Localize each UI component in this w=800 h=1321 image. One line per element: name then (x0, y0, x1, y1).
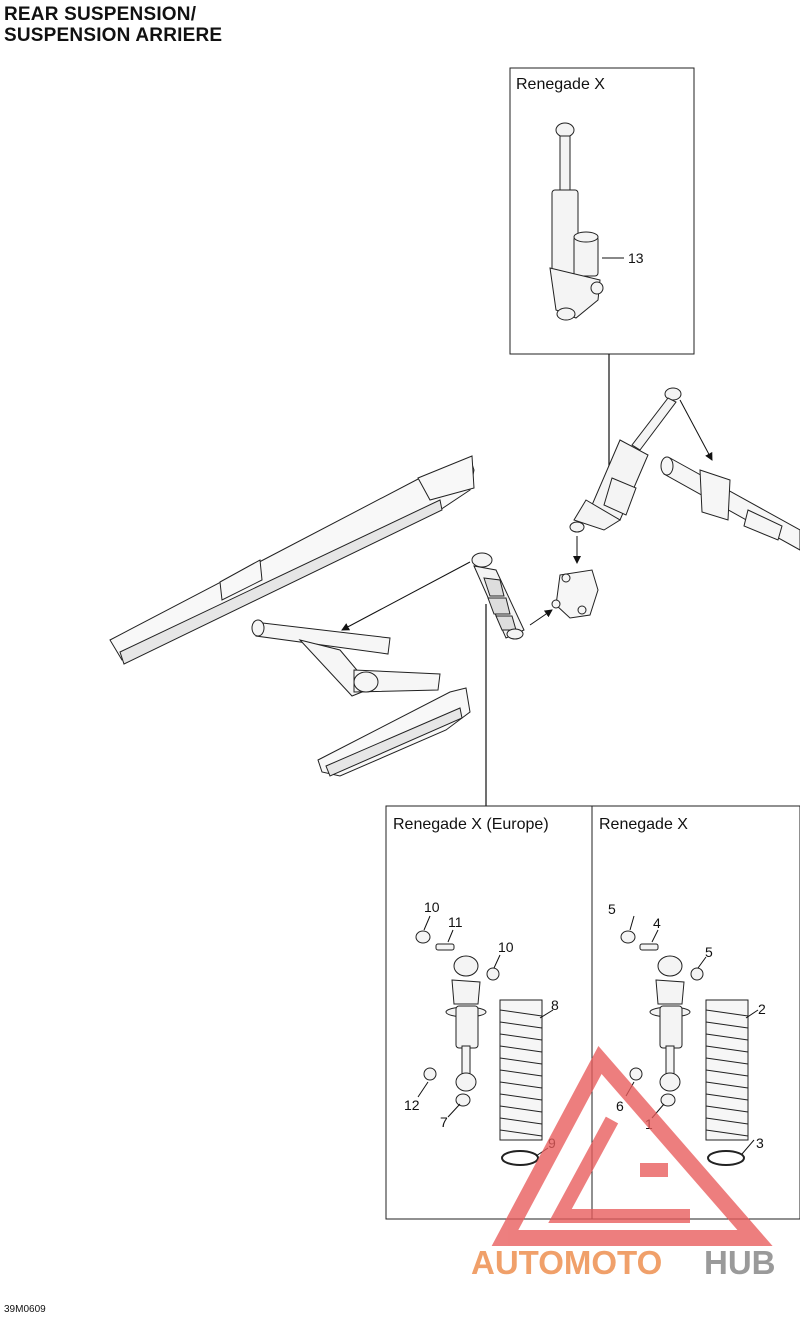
title-line-french: SUSPENSION ARRIERE (4, 25, 223, 46)
callout-7: 7 (440, 1114, 448, 1130)
standard-retainer-3 (707, 1150, 745, 1166)
figure-code: 39M0609 (4, 1304, 46, 1315)
callout-10-right: 10 (498, 939, 514, 955)
callout-3: 3 (756, 1135, 764, 1151)
europe-retainer-9 (501, 1150, 539, 1166)
gas-shock-13-drawing (549, 122, 604, 321)
callout-13: 13 (628, 250, 644, 266)
callout-12: 12 (404, 1097, 420, 1113)
bottom-left-box-label: Renegade X (Europe) (393, 816, 549, 833)
suspension-arm (251, 619, 441, 697)
callout-6: 6 (616, 1098, 624, 1114)
standard-spring-2 (705, 999, 749, 1141)
europe-spring-8 (499, 999, 543, 1141)
callout-4: 4 (653, 915, 661, 931)
title-line-english: REAR SUSPENSION/ (4, 4, 197, 25)
top-box-label: Renegade X (516, 76, 605, 93)
standard-shock-parts (620, 930, 704, 1107)
callout-2: 2 (758, 1001, 766, 1017)
watermark-text-part2: HUB (704, 1244, 776, 1281)
callout-10-top: 10 (424, 899, 440, 915)
top-variant-box (509, 67, 695, 355)
slide-rail-lower (317, 687, 471, 777)
europe-shock-parts (415, 930, 500, 1107)
callout-8: 8 (551, 997, 559, 1013)
page-title: REAR SUSPENSION/ SUSPENSION ARRIERE (4, 4, 222, 46)
coil-over-shock (471, 552, 525, 640)
slide-rail-upper (109, 455, 475, 665)
cross-shaft (660, 456, 800, 551)
callout-11: 11 (448, 914, 463, 930)
bottom-right-box-label: Renegade X (599, 816, 688, 833)
mount-bracket (551, 569, 599, 619)
callout-5-top: 5 (608, 901, 616, 917)
rear-shock-assembled (569, 387, 682, 533)
watermark-text-part1: AUTOMOTO (471, 1244, 662, 1281)
callout-5-right: 5 (705, 944, 713, 960)
watermark-logo (491, 1045, 773, 1246)
